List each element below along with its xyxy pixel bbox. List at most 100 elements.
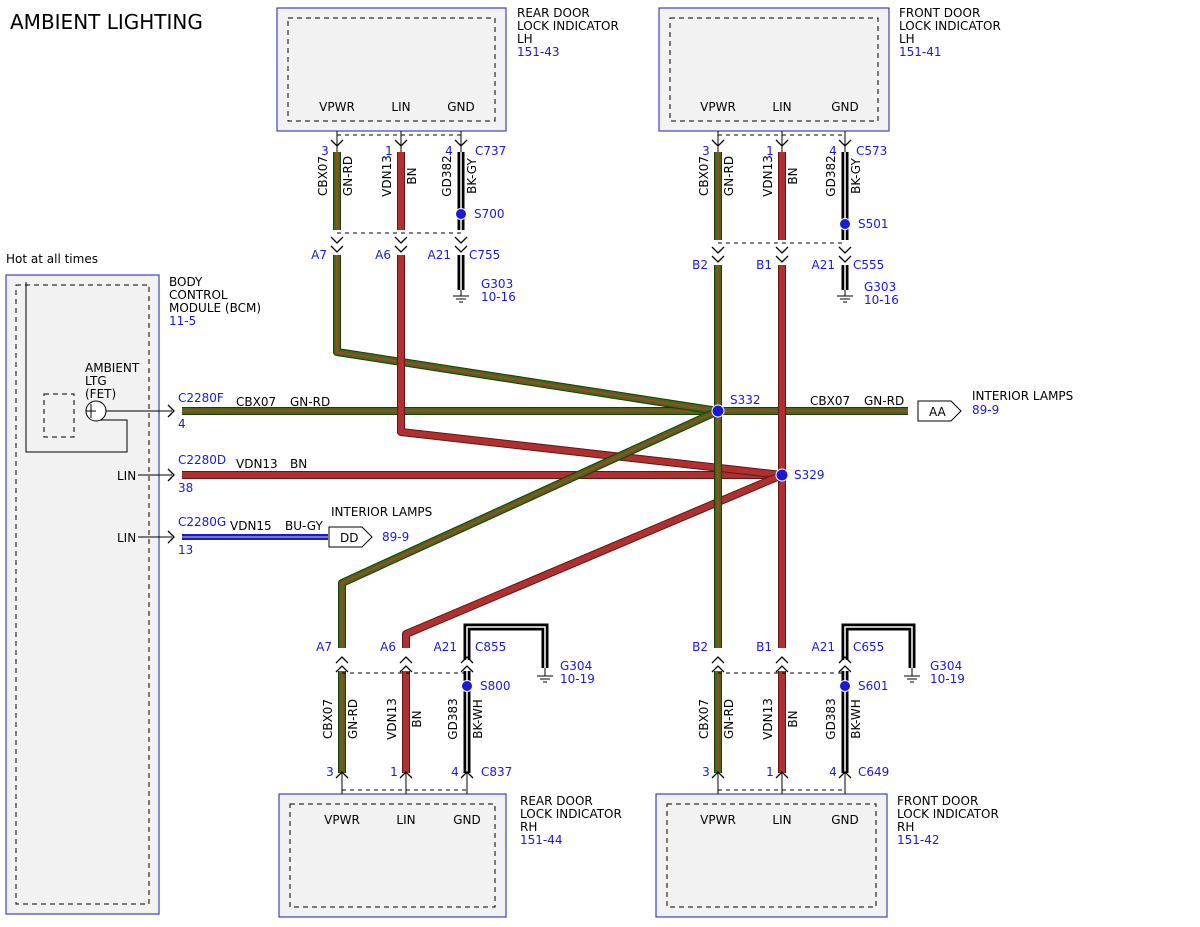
module-name-line: LOCK INDICATOR [520,807,622,821]
inline-pin: A7 [316,640,332,654]
pin-number: 1 [390,765,398,779]
inline-pin: A21 [812,258,835,272]
wire-circuit-label: VDN13 [761,698,775,740]
splice-s329-label: S329 [794,468,825,482]
wire-color-label: BN [405,167,419,184]
ground-label: G303 [864,280,896,294]
bcm-conn-c2280f: C2280F [178,391,224,405]
wire-color-gn-rd-bcm: GN-RD [290,395,330,409]
inline-arrow [399,656,413,664]
splice-label-s501: S501 [858,217,889,231]
pin-number: 1 [766,144,774,158]
inline-arrow [838,255,852,263]
wire-cbx07-rear-rh [338,407,720,648]
pin-number: 4 [829,144,837,158]
splice-dot-s700 [455,208,467,220]
wire-color-label: BK-GY [465,158,479,194]
wire-label-vdn15-bcm: VDN15 [230,519,272,533]
inline-arrow [460,665,474,673]
ground-wire-g304 [841,623,916,668]
wire-color-label: BK-GY [849,158,863,194]
module-ref: 151-42 [897,833,940,847]
inline-arrow [394,245,408,253]
hot-at-all-times-label: Hot at all times [6,252,98,266]
splice-dot-s800 [461,680,473,692]
interior-lamps-dd-label: INTERIOR LAMPS [331,505,432,519]
module-box [655,793,888,918]
wire-color-label: BN [786,710,800,727]
inline-pin: A7 [311,248,327,262]
wire-label-cbx07-aa: CBX07 [810,394,850,408]
interior-lamps-aa-connector: AA [917,400,962,422]
ground-ref: 10-19 [560,672,595,686]
pin-number: 3 [326,765,334,779]
pin-label-gnd: GND [453,813,481,827]
ground-ref: 10-19 [930,672,965,686]
wire-cbx07-rear-lh [333,255,719,415]
pin-number: 3 [702,144,710,158]
inline-connector: C555 [853,258,884,272]
splice-dot-s601 [839,680,851,692]
wire-circuit-label: CBX07 [321,699,335,739]
inline-pin: A6 [375,248,391,262]
module-inner-box [666,803,877,908]
module-box [658,7,890,132]
inline-connector: C755 [469,248,500,262]
wire-color-gn-rd-aa: GN-RD [864,394,904,408]
ground-label: G304 [930,659,962,673]
wire-color-label: BN [410,710,424,727]
bcm-conn-c2280g: C2280G [178,515,226,529]
module-connector: C737 [475,144,506,158]
pin-number: 3 [702,765,710,779]
bcm-module [5,274,160,915]
module-name-line: LOCK INDICATOR [517,19,619,33]
splice-dot-s329 [775,468,789,482]
inline-pin: A21 [812,640,835,654]
pin-number: 4 [445,144,453,158]
wire-color-bu-gy-bcm: BU-GY [285,519,323,533]
inline-arrow [775,656,789,664]
inline-pin: B1 [756,640,772,654]
module-box [276,7,507,132]
connector-arrow [838,771,852,779]
dd-tag: DD [340,531,358,545]
wire-color-label: GN-RD [722,156,736,196]
inline-arrow [460,656,474,664]
bcm-pin-lin-38-label: LIN [117,469,136,483]
module-name-line: LOCK INDICATOR [899,19,1001,33]
module-name-line: FRONT DOOR [899,6,980,20]
splice-label-s601: S601 [858,679,889,693]
inline-arrow [838,656,852,664]
inline-arrow [711,246,725,254]
module-name-line: REAR DOOR [517,6,590,20]
pin-label-lin: LIN [391,100,410,114]
wire-circuit-label: GD383 [824,698,838,739]
connector-arrow [838,139,852,147]
wire-color-label: BK-WH [471,699,485,739]
fet-symbol [25,282,172,453]
connector-arrow [460,771,474,779]
bcm-conn-c2280d: C2280D [178,453,226,467]
inline-arrow [335,656,349,664]
module-connector: C837 [481,765,512,779]
interior-lamps-aa-label: INTERIOR LAMPS [972,389,1073,403]
wire-circuit-label: CBX07 [697,699,711,739]
bcm-pin-38: 38 [178,481,193,495]
ground-icon [904,668,920,683]
splice-s332-label: S332 [730,393,761,407]
wire-color-label: BN [786,167,800,184]
inline-arrow [330,236,344,244]
inline-pin: B1 [756,258,772,272]
inline-arrow [335,665,349,673]
inline-pin: B2 [692,258,708,272]
inline-arrow [399,665,413,673]
connector-arrow [775,771,789,779]
inline-arrow [454,245,468,253]
module-box [278,793,507,918]
wire-vdn13-rear-lh [397,255,783,479]
connector-arrow [394,139,408,147]
connector-arrow [454,139,468,147]
pin-label-vpwr: VPWR [700,100,736,114]
